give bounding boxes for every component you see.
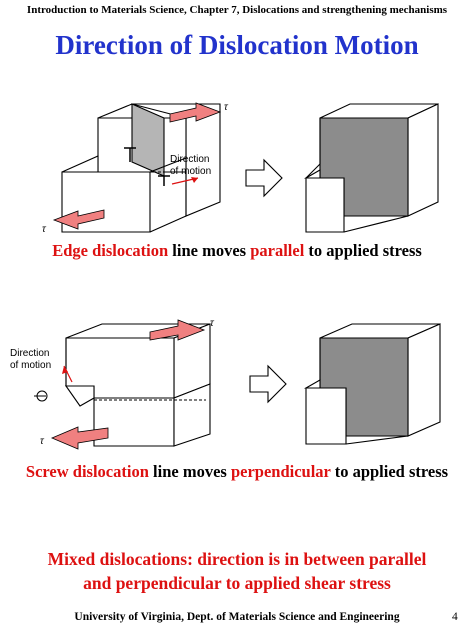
page-number: 4 — [452, 611, 458, 623]
mixed-dislocation-note: Mixed dislocations: direction is in betw… — [0, 547, 474, 595]
screw-direction-label-1: Direction — [10, 348, 49, 359]
screw-caption-mid: line moves — [148, 462, 231, 481]
slide-footer: University of Virginia, Dept. of Materia… — [74, 611, 400, 623]
screw-caption-term: Screw dislocation — [25, 462, 149, 481]
edge-caption: Edge dislocation line moves parallel to … — [0, 240, 474, 261]
screw-process-arrow — [249, 364, 287, 404]
edge-dislocation-figure: Direction of motion τ τ — [0, 90, 474, 240]
screw-caption-keyword: perpendicular — [230, 462, 331, 481]
edge-caption-term: Edge dislocation — [52, 241, 169, 260]
tau-bottom: τ — [42, 224, 47, 235]
process-arrow — [245, 158, 283, 198]
mixed-note-line-2: and perpendicular to applied shear stres… — [83, 573, 391, 593]
edge-caption-mid: line moves — [168, 241, 251, 260]
edge-caption-keyword: parallel — [250, 241, 305, 260]
screw-dislocation-diagram: Direction of motion τ τ — [10, 318, 441, 450]
screw-shear-arrow-bottom — [50, 426, 109, 450]
tau-top: τ — [224, 102, 229, 113]
mixed-note-line-1: Mixed dislocations: direction is in betw… — [47, 549, 427, 569]
shear-arrow-bottom — [52, 209, 105, 230]
direction-label-1: Direction — [170, 154, 209, 165]
lower-edge — [149, 215, 187, 233]
shear-arrow-top — [169, 102, 222, 123]
slide-header: Introduction to Materials Science, Chapt… — [26, 4, 448, 16]
screw-tau-top: τ — [210, 318, 215, 329]
direction-label-2: of motion — [170, 166, 211, 177]
edge-dislocation-diagram: Direction of motion τ τ — [42, 102, 439, 235]
slip-edge — [149, 157, 187, 173]
screw-lower-front — [93, 397, 175, 447]
screw-tau-bottom: τ — [40, 436, 45, 447]
screw-dislocation-figure: Direction of motion τ τ — [0, 310, 474, 455]
screw-caption-end: to applied stress — [330, 462, 449, 481]
edge-caption-end: to applied stress — [304, 241, 422, 260]
screw-direction-label-2: of motion — [10, 360, 51, 371]
screw-shear-arrow-top — [149, 319, 206, 341]
lower-top-wedge — [61, 155, 99, 173]
screw-caption: Screw dislocation line moves perpendicul… — [0, 461, 474, 482]
slide-title: Direction of Dislocation Motion — [55, 30, 419, 60]
